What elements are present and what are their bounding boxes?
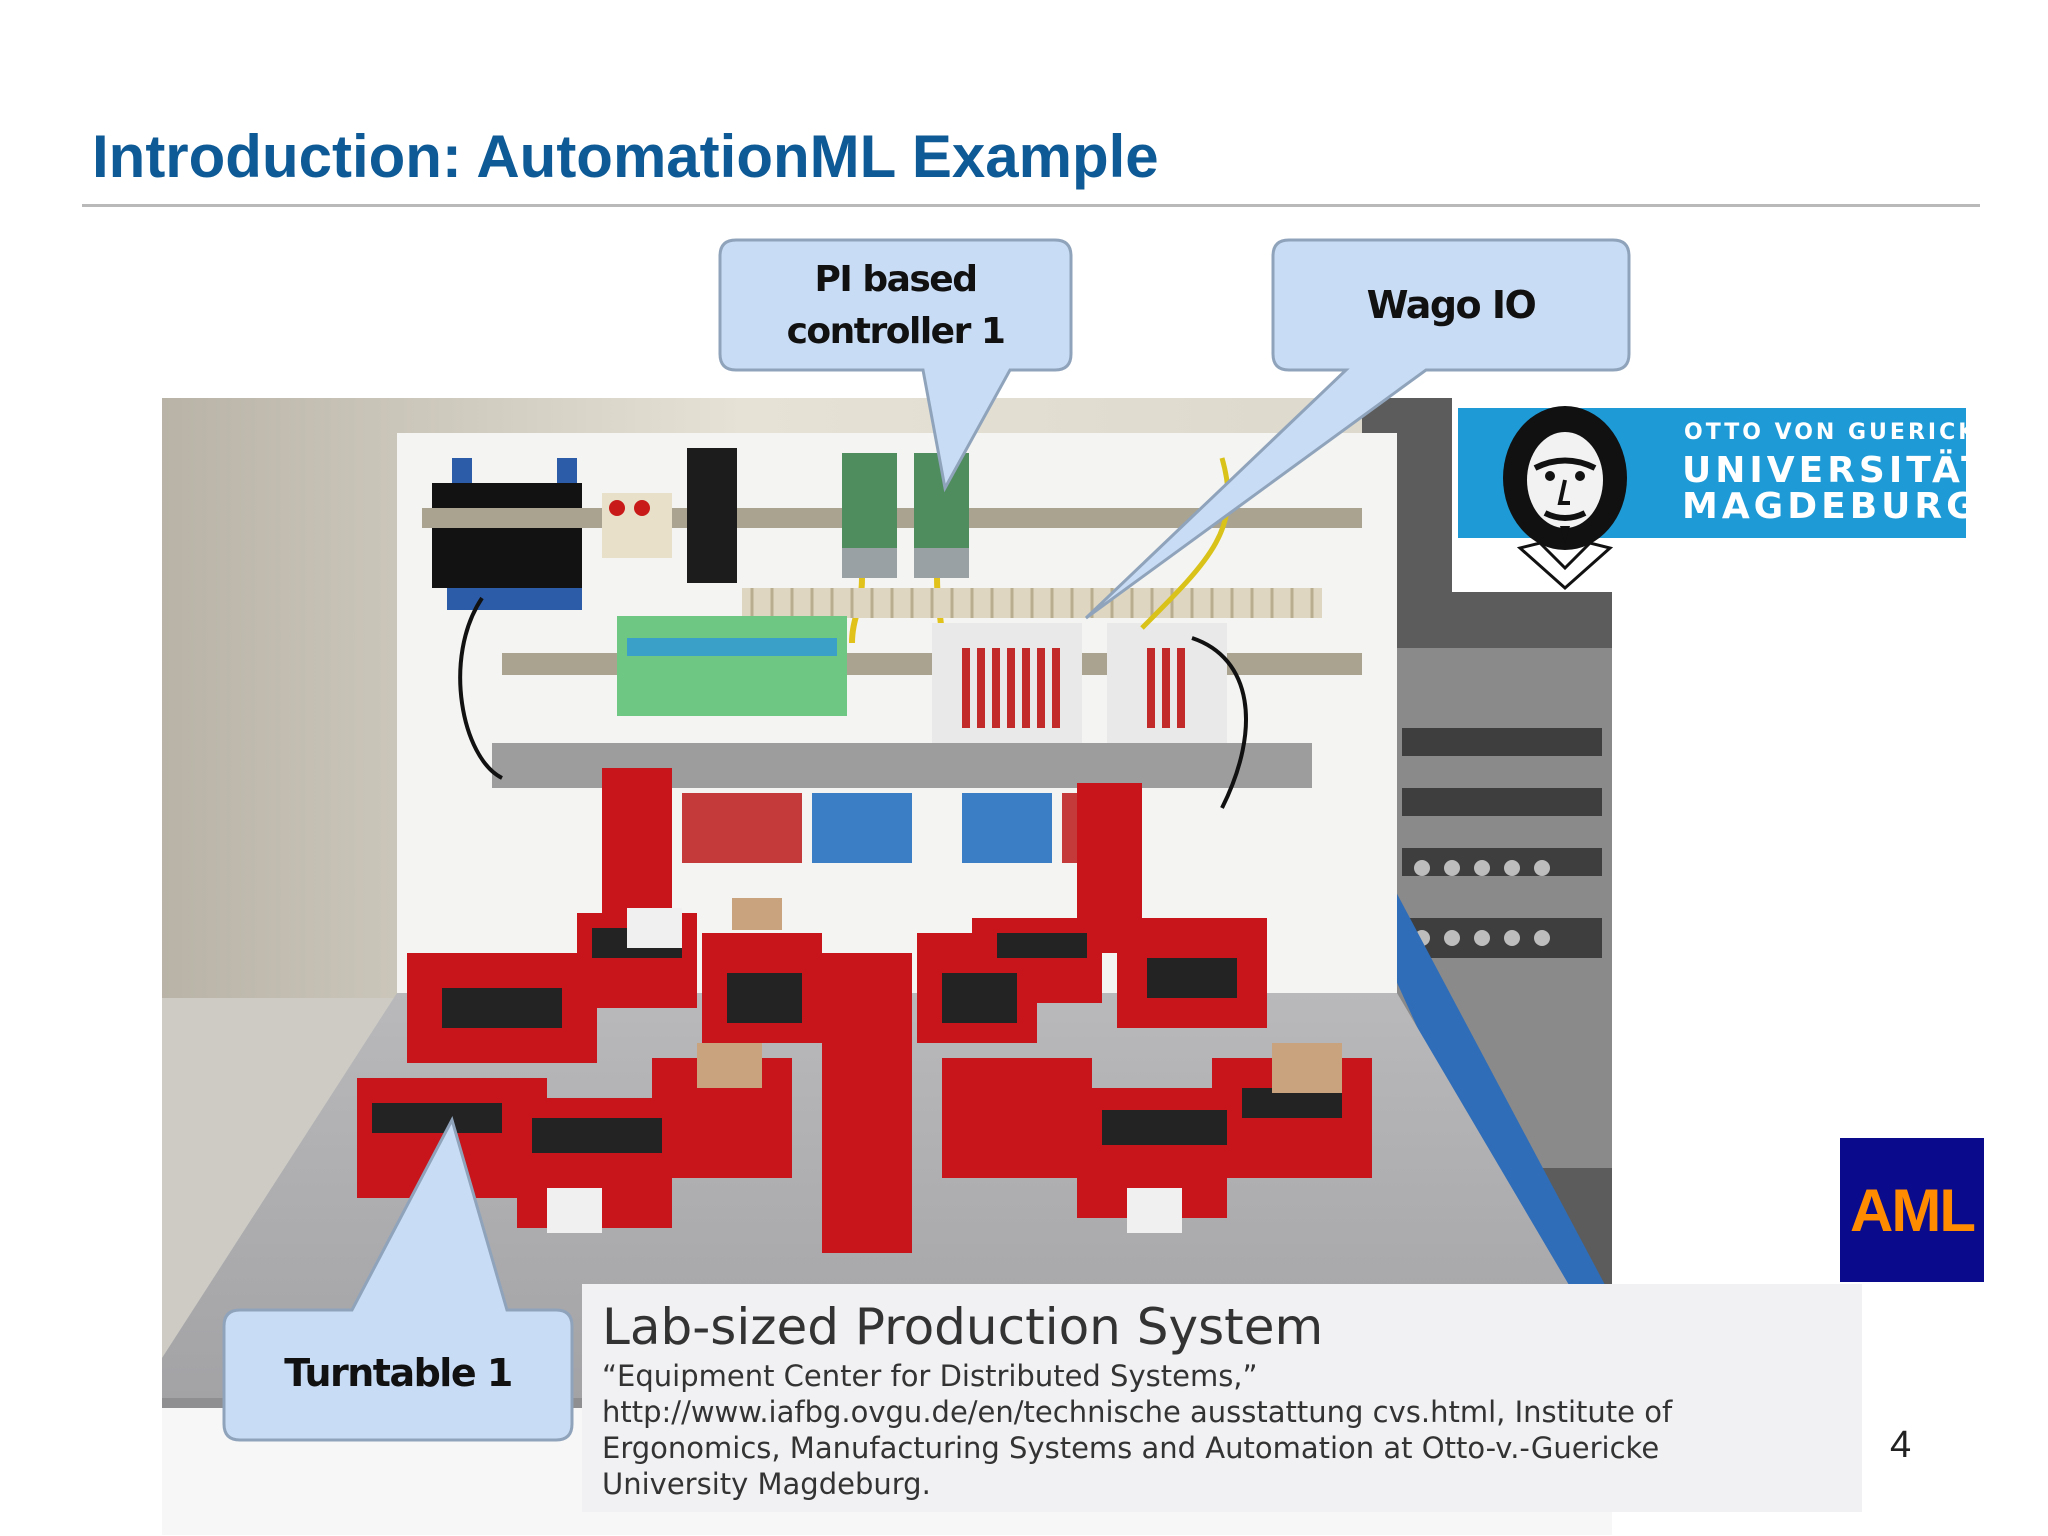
- caption-citation: “Equipment Center for Distributed System…: [602, 1358, 1852, 1502]
- callout-wago-io: Wago IO: [1084, 238, 1631, 620]
- slide-title: Introduction: AutomationML Example: [92, 123, 1159, 190]
- callout-pi-controller: PI based controller 1: [718, 238, 1073, 493]
- caption-title: Lab-sized Production System: [602, 1298, 1324, 1356]
- caption-box: Lab-sized Production System “Equipment C…: [582, 1284, 1862, 1512]
- citation-line: http://www.iafbg.ovgu.de/en/technische a…: [602, 1395, 1673, 1429]
- citation-line: “Equipment Center for Distributed System…: [602, 1359, 1258, 1393]
- citation-line: Ergonomics, Manufacturing Systems and Au…: [602, 1431, 1660, 1465]
- aml-logo-text: AML: [1850, 1177, 1976, 1244]
- logo-line-3: MAGDEBURG: [1682, 486, 1980, 527]
- aml-logo: AML: [1840, 1138, 1984, 1282]
- logo-line-2: UNIVERSITÄT: [1682, 450, 1990, 491]
- citation-line: University Magdeburg.: [602, 1467, 931, 1501]
- page-number: 4: [1890, 1424, 1912, 1466]
- title-divider: [82, 204, 1980, 207]
- university-logo: OTTO VON GUERICKE UNIVERSITÄT MAGDEBURG: [1452, 398, 1993, 592]
- callout-label: Wago IO: [1366, 283, 1537, 327]
- callout-turntable: Turntable 1: [222, 1116, 574, 1443]
- callout-label: Turntable 1: [284, 1351, 513, 1395]
- logo-line-1: OTTO VON GUERICKE: [1684, 420, 1997, 445]
- callout-label: PI based controller 1: [786, 259, 1006, 352]
- portrait-icon: [1503, 406, 1627, 591]
